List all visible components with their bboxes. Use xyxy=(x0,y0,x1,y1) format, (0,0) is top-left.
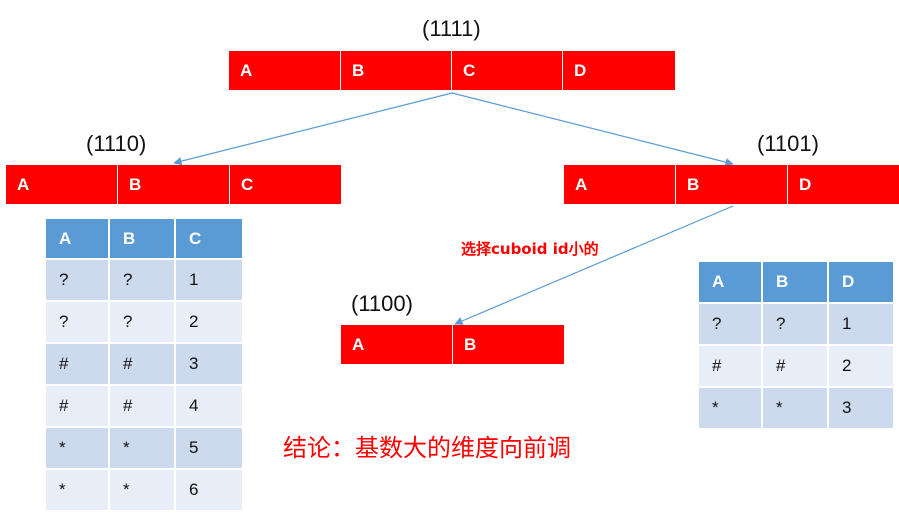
selection-note: 选择cuboid id小的 xyxy=(461,240,599,258)
table-header-cell: D xyxy=(827,260,895,304)
table-row: ? ? 2 xyxy=(44,300,244,344)
table-header-cell: C xyxy=(174,217,244,260)
node-1111-label: (1111) xyxy=(422,16,481,41)
table-cell: ? xyxy=(108,300,176,344)
table-cell: # xyxy=(44,384,110,428)
table-row: ? ? 1 xyxy=(697,302,895,346)
node-1101-cell-b: B xyxy=(676,165,788,204)
table-cell: 3 xyxy=(174,342,244,386)
table-cell: * xyxy=(44,468,110,512)
node-1101-cell-d: D xyxy=(799,175,812,194)
table-header-cell: A xyxy=(44,217,110,260)
table-cell: ? xyxy=(761,302,829,346)
table-cell: 1 xyxy=(174,258,244,302)
arrow-1111-to-1101 xyxy=(451,92,734,167)
table-row: ? ? 1 xyxy=(44,258,244,302)
node-1110-cell-b: B xyxy=(118,165,230,204)
table-cell: # xyxy=(108,342,176,386)
table-header-row: A B C xyxy=(44,217,244,260)
table-cell: 6 xyxy=(174,468,244,512)
table-cell: 3 xyxy=(827,386,895,430)
table-cell: # xyxy=(697,344,763,388)
table-cell: * xyxy=(108,426,176,470)
table-cell: 5 xyxy=(174,426,244,470)
node-1100-cell-a: A xyxy=(341,325,453,364)
table-cell: * xyxy=(44,426,110,470)
arrow-1101-to-1100 xyxy=(454,205,734,325)
table-cell: 4 xyxy=(174,384,244,428)
table-cell: ? xyxy=(44,258,110,302)
node-1110-bar: A B C xyxy=(6,165,341,204)
table-abc: A B C ? ? 1 ? ? 2 # # 3 # # 4 * * 5 * * … xyxy=(44,217,244,512)
node-1101-bar: A B D xyxy=(564,165,899,204)
table-row: # # 4 xyxy=(44,384,244,428)
table-row: * * 3 xyxy=(697,386,895,430)
table-row: * * 6 xyxy=(44,468,244,512)
table-cell: 2 xyxy=(827,344,895,388)
table-cell: * xyxy=(108,468,176,512)
table-row: * * 5 xyxy=(44,426,244,470)
table-header-cell: A xyxy=(697,260,763,304)
node-1101-label: (1101) xyxy=(757,131,819,156)
node-1111-cell-c: C xyxy=(452,51,563,90)
conclusion-text: 结论：基数大的维度向前调 xyxy=(283,434,571,462)
node-1111-cell-b: B xyxy=(341,51,452,90)
node-1100-cell-b: B xyxy=(464,335,477,354)
table-cell: 2 xyxy=(174,300,244,344)
table-cell: # xyxy=(44,342,110,386)
table-cell: * xyxy=(697,386,763,430)
node-1111-cell-a: A xyxy=(229,51,341,90)
table-header-row: A B D xyxy=(697,260,895,304)
node-1100-bar: A B xyxy=(341,325,564,364)
arrow-1111-to-1110 xyxy=(173,92,453,166)
table-cell: * xyxy=(761,386,829,430)
node-1100-label: (1100) xyxy=(351,291,413,316)
node-1110-cell-a: A xyxy=(6,165,118,204)
node-1111-bar: A B C D xyxy=(229,51,675,90)
table-cell: # xyxy=(761,344,829,388)
table-abd: A B D ? ? 1 # # 2 * * 3 xyxy=(697,260,895,430)
node-1101-cell-a: A xyxy=(564,165,676,204)
node-1110-label: (1110) xyxy=(86,131,147,156)
table-cell: ? xyxy=(44,300,110,344)
table-header-cell: B xyxy=(108,217,176,260)
node-1110-cell-c: C xyxy=(241,175,254,194)
node-1111-cell-d: D xyxy=(574,61,587,80)
table-cell: ? xyxy=(108,258,176,302)
table-cell: ? xyxy=(697,302,763,346)
table-row: # # 3 xyxy=(44,342,244,386)
table-cell: # xyxy=(108,384,176,428)
table-row: # # 2 xyxy=(697,344,895,388)
table-header-cell: B xyxy=(761,260,829,304)
table-cell: 1 xyxy=(827,302,895,346)
